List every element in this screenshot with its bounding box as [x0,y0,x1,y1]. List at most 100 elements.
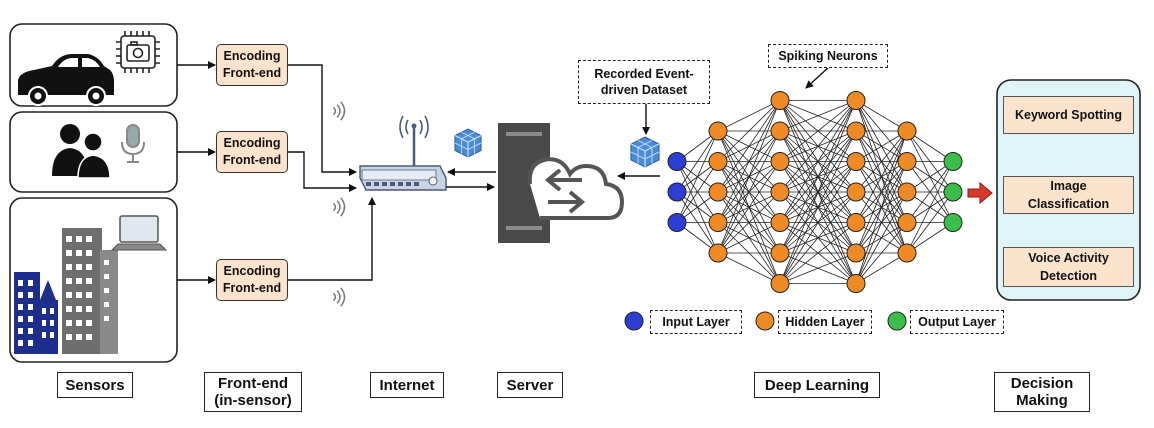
network-edge [906,191,954,254]
network-edge [855,252,908,284]
stage-label-frontend: Front-end (in-sensor) [204,372,302,412]
legend-input-label: Input Layer [650,310,742,334]
legend-output-label: Output Layer [910,310,1004,334]
network-edge [779,222,857,284]
stage-label-deep-learning: Deep Learning [754,372,880,398]
wireless-signal-icon [330,197,346,217]
network-edge [855,130,908,193]
dataset-label: Recorded Event- driven Dataset [578,60,710,104]
task-voice-activity-detection: Voice Activity Detection [1003,247,1134,287]
hidden-neuron [846,274,866,293]
output-neuron [943,213,963,232]
hidden-neuron [846,213,866,232]
encoder-box: Encoding Front-end [216,131,288,173]
hidden-neuron [897,213,917,232]
network-edge [717,252,781,284]
router-icon [359,115,447,191]
hidden-neuron [846,182,866,202]
task-keyword-spotting: Keyword Spotting [1003,96,1134,134]
network-edge [855,130,908,254]
network-edge [855,100,908,132]
network-edge [779,191,857,284]
network-edge [906,161,954,254]
network-edge [717,100,781,254]
buildings-icon [14,228,118,354]
cube-icon [630,136,660,168]
hidden-neuron [897,121,917,141]
output-neuron [943,182,963,202]
network-edge [779,130,857,284]
hidden-neuron [846,243,866,263]
stage-label-internet: Internet [370,372,444,398]
legend-input-dot [624,311,644,331]
hidden-neuron [708,152,728,171]
network-edge [676,161,719,223]
network-edge [717,222,781,254]
legend-output-dot [887,311,907,331]
camera-chip-icon [116,31,160,73]
output-neuron [943,152,963,171]
network-edge [855,130,908,223]
stage-label-sensors: Sensors [57,372,133,398]
hidden-neuron [770,274,790,293]
stage-label-server: Server [497,372,563,398]
hidden-neuron [846,121,866,141]
hidden-neuron [708,182,728,202]
stage-label-decision: Decision Making [994,372,1090,412]
decision-arrow [967,181,993,205]
input-neuron [667,182,687,202]
network-edge [717,100,781,223]
hidden-neuron [770,121,790,141]
network-edge [676,130,719,223]
hidden-neuron [708,121,728,141]
network-edge [855,191,908,284]
hidden-neuron [770,91,790,110]
hidden-neuron [770,213,790,232]
legend-hidden-label: Hidden Layer [778,310,872,334]
hidden-neuron [897,152,917,171]
hidden-neuron [708,213,728,232]
wireless-signal-icon [330,101,346,121]
hidden-neuron [846,91,866,110]
network-edge [717,100,781,193]
cloud-icon [527,157,625,220]
spiking-neurons-label: Spiking Neurons [768,44,888,68]
network-edge [779,161,857,284]
network-nodes [667,91,963,293]
network-edge [855,130,908,284]
legend-hidden-dot [755,311,775,331]
network-edge [717,100,781,162]
encoder-box: Encoding Front-end [216,259,288,301]
hidden-neuron [897,243,917,263]
network-edge [855,222,908,284]
network-edge [779,252,857,284]
network-edge [717,130,781,254]
hidden-neuron [770,152,790,171]
spiking-neurons-arrow [805,65,831,89]
network-edge [779,100,857,162]
input-neuron [667,213,687,232]
hidden-neuron [770,243,790,263]
task-image-classification: Image Classification [1003,176,1134,214]
encoder-box: Encoding Front-end [216,44,288,86]
network-edge [779,100,857,132]
input-neuron [667,152,687,171]
sensor-box-audio [9,111,178,193]
wireless-signal-icon [330,287,346,307]
network-edge [676,130,719,193]
network-edge [779,100,857,284]
network-edge [779,100,857,193]
laptop-icon [110,215,168,251]
network-edge [855,130,908,162]
network-edge [906,161,954,223]
cube-icon [454,128,482,158]
people-icon [52,124,111,179]
hidden-neuron [846,152,866,171]
encoder-connectors [288,64,376,281]
hidden-neuron [897,182,917,202]
network-edge [717,191,781,254]
hidden-neuron [770,182,790,202]
sensor-connectors [177,61,216,284]
network-edge [779,100,857,223]
